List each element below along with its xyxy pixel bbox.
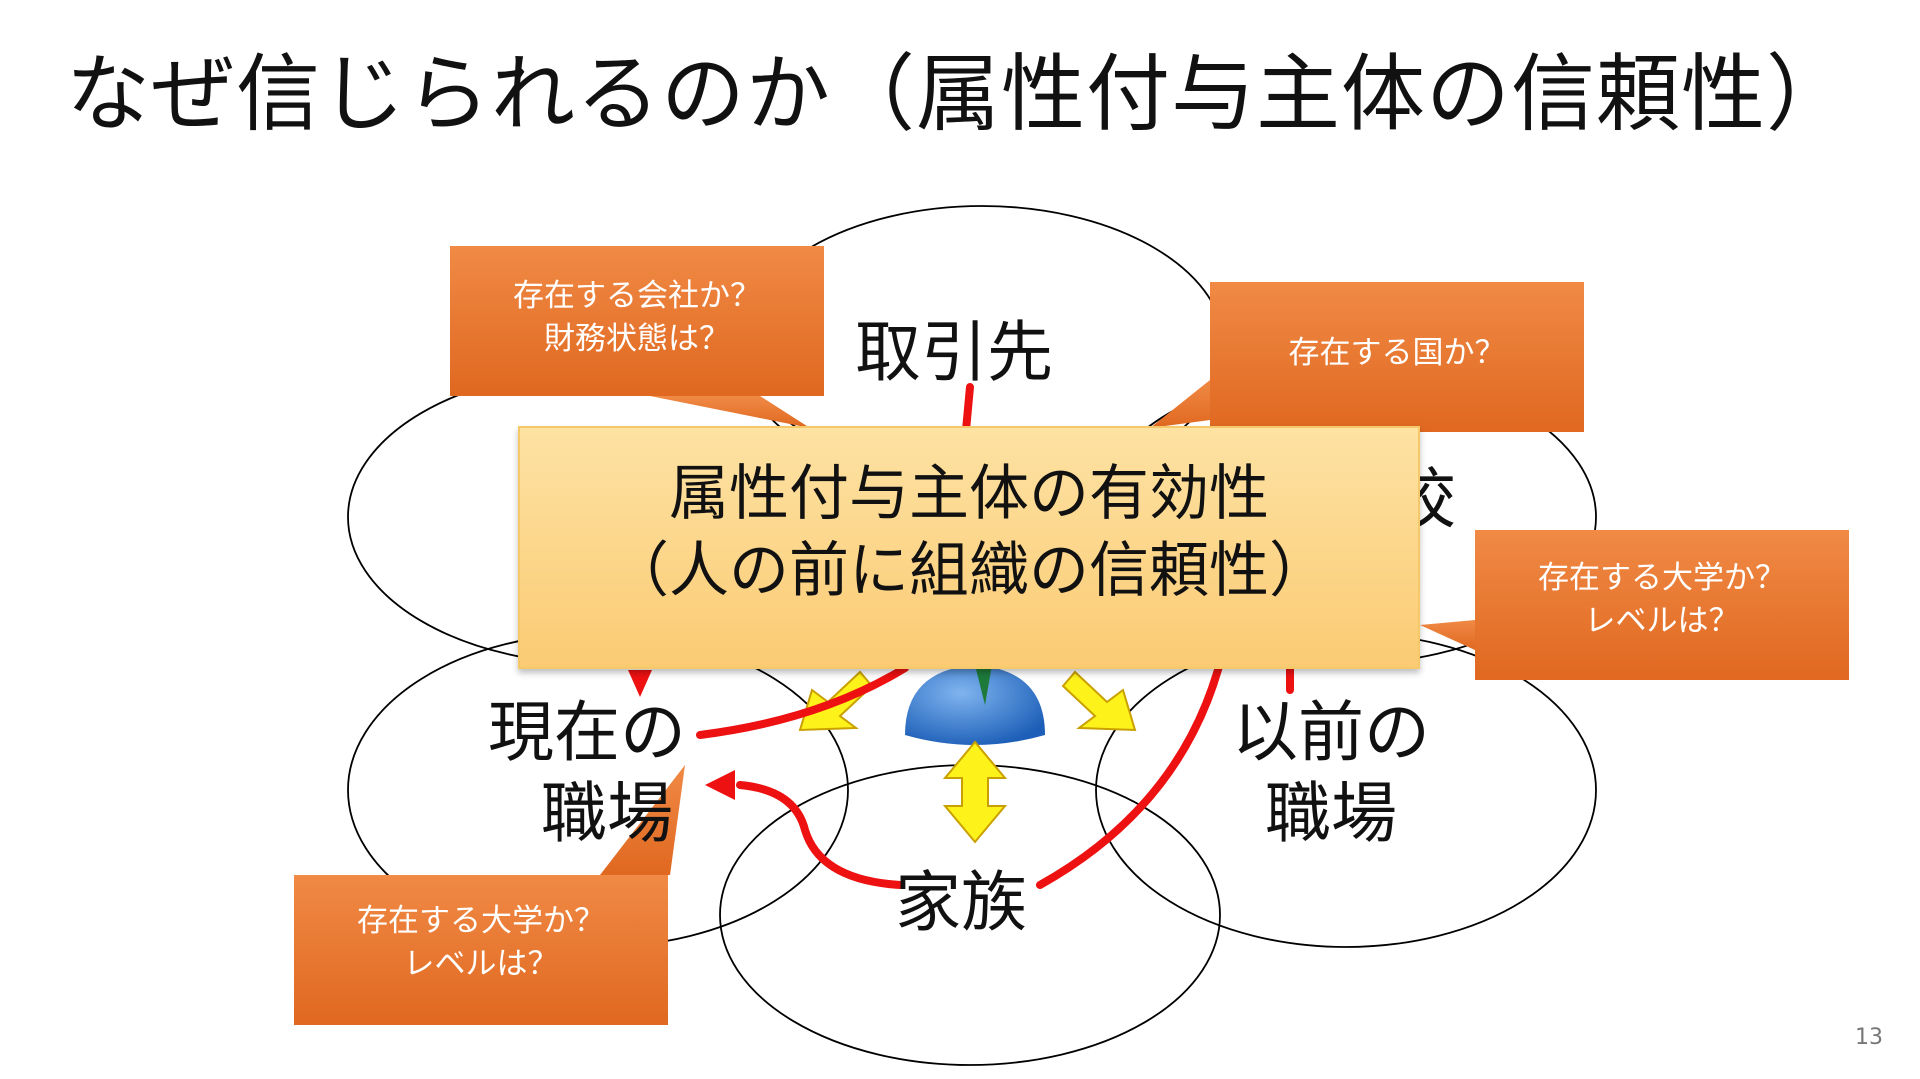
center-box-text: 属性付与主体の有効性 （人の前に組織の信頼性） — [518, 456, 1420, 610]
slide-title: なぜ信じられるのか（属性付与主体の信頼性） — [66, 45, 1852, 143]
callout-university-right-text: 存在する大学か？ レベルは？ — [1475, 557, 1849, 643]
page-number: 13 — [1855, 1025, 1883, 1050]
callout-university-left — [294, 875, 668, 1025]
callout-company-text: 存在する会社か？ 財務状態は？ — [450, 275, 824, 361]
label-business-partner: 取引先 — [855, 314, 1053, 391]
label-previous-line1: 以前の — [1232, 694, 1430, 771]
center-box-line2: （人の前に組織の信頼性） — [609, 535, 1329, 606]
label-previous-line2: 職場 — [1265, 774, 1397, 852]
callout-university-left-line1: 存在する大学か？ — [357, 903, 605, 939]
callout-university-left-text: 存在する大学か？ レベルは？ — [294, 900, 668, 986]
callout-university-right-tail — [1420, 620, 1475, 650]
label-family: 家族 — [895, 864, 1027, 941]
callout-university-right-line2: レベルは？ — [1584, 602, 1740, 639]
callout-country-line1: 存在する国か？ — [1288, 335, 1506, 371]
center-box — [518, 426, 1420, 669]
callout-company — [450, 246, 824, 396]
red-arrowhead-left — [628, 670, 652, 697]
red-arrows — [696, 383, 1294, 889]
person-icon — [905, 665, 1045, 745]
callout-country-tail — [1150, 380, 1210, 428]
callout-university-left-tail — [600, 765, 685, 875]
label-current-workplace: 現在の 職場 — [488, 693, 686, 854]
callout-university-right — [1475, 530, 1849, 680]
callout-university-right-line1: 存在する大学か？ — [1538, 560, 1786, 596]
callout-company-tail — [650, 396, 810, 428]
center-box-line1: 属性付与主体の有効性 — [669, 459, 1269, 529]
callout-company-line1: 存在する会社か？ — [513, 278, 761, 314]
callout-country-text: 存在する国か？ — [1210, 332, 1584, 375]
label-previous-workplace: 以前の 職場 — [1232, 693, 1430, 854]
red-arrowhead-bottom — [705, 770, 735, 800]
callout-university-left-line2: レベルは？ — [403, 945, 559, 982]
label-current-line2: 職場 — [541, 774, 673, 852]
callout-company-line2: 財務状態は？ — [544, 320, 730, 357]
label-current-line1: 現在の — [488, 694, 686, 771]
callout-country — [1210, 282, 1584, 432]
